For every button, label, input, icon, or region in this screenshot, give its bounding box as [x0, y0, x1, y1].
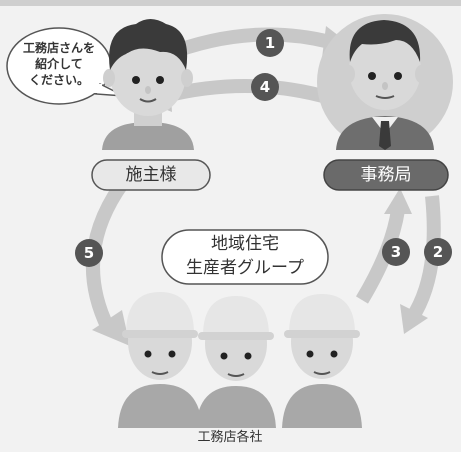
- office-figure: [317, 14, 453, 150]
- step-1-number: 1: [264, 34, 276, 52]
- office-label-pill: [323, 159, 449, 191]
- group-label-bubble: [161, 229, 329, 285]
- builder-figure-right: [282, 294, 362, 428]
- step-3-badge: [382, 238, 410, 266]
- owner-label: 施主様: [125, 165, 177, 185]
- step-3-number: 3: [390, 243, 402, 261]
- step-4-badge: [251, 73, 279, 101]
- arrow-office-to-builders: [400, 195, 441, 334]
- step-1-badge: [256, 29, 284, 57]
- speech-bubble-text: 工務店さんを 紹介して ください。: [10, 40, 108, 88]
- office-label: 事務局: [360, 165, 412, 185]
- step-2-badge: [424, 238, 452, 266]
- speech-line-2: 紹介して: [35, 57, 83, 71]
- speech-line-1: 工務店さんを: [22, 41, 95, 55]
- owner-figure: [102, 19, 194, 150]
- group-line-2: 生産者グループ: [186, 258, 304, 278]
- builder-figure-left: [118, 292, 202, 428]
- group-line-1: 地域住宅: [211, 234, 279, 254]
- speech-line-3: ください。: [28, 73, 89, 87]
- step-5-number: 5: [83, 244, 95, 262]
- builders-label: 工務店各社: [197, 430, 263, 445]
- step-4-number: 4: [259, 78, 271, 96]
- step-5-badge: [75, 239, 103, 267]
- builder-figure-center: [196, 296, 276, 428]
- group-label: 地域住宅 生産者グループ: [160, 232, 330, 280]
- step-2-number: 2: [432, 243, 444, 261]
- owner-label-pill: [91, 159, 211, 191]
- top-band: [0, 0, 461, 6]
